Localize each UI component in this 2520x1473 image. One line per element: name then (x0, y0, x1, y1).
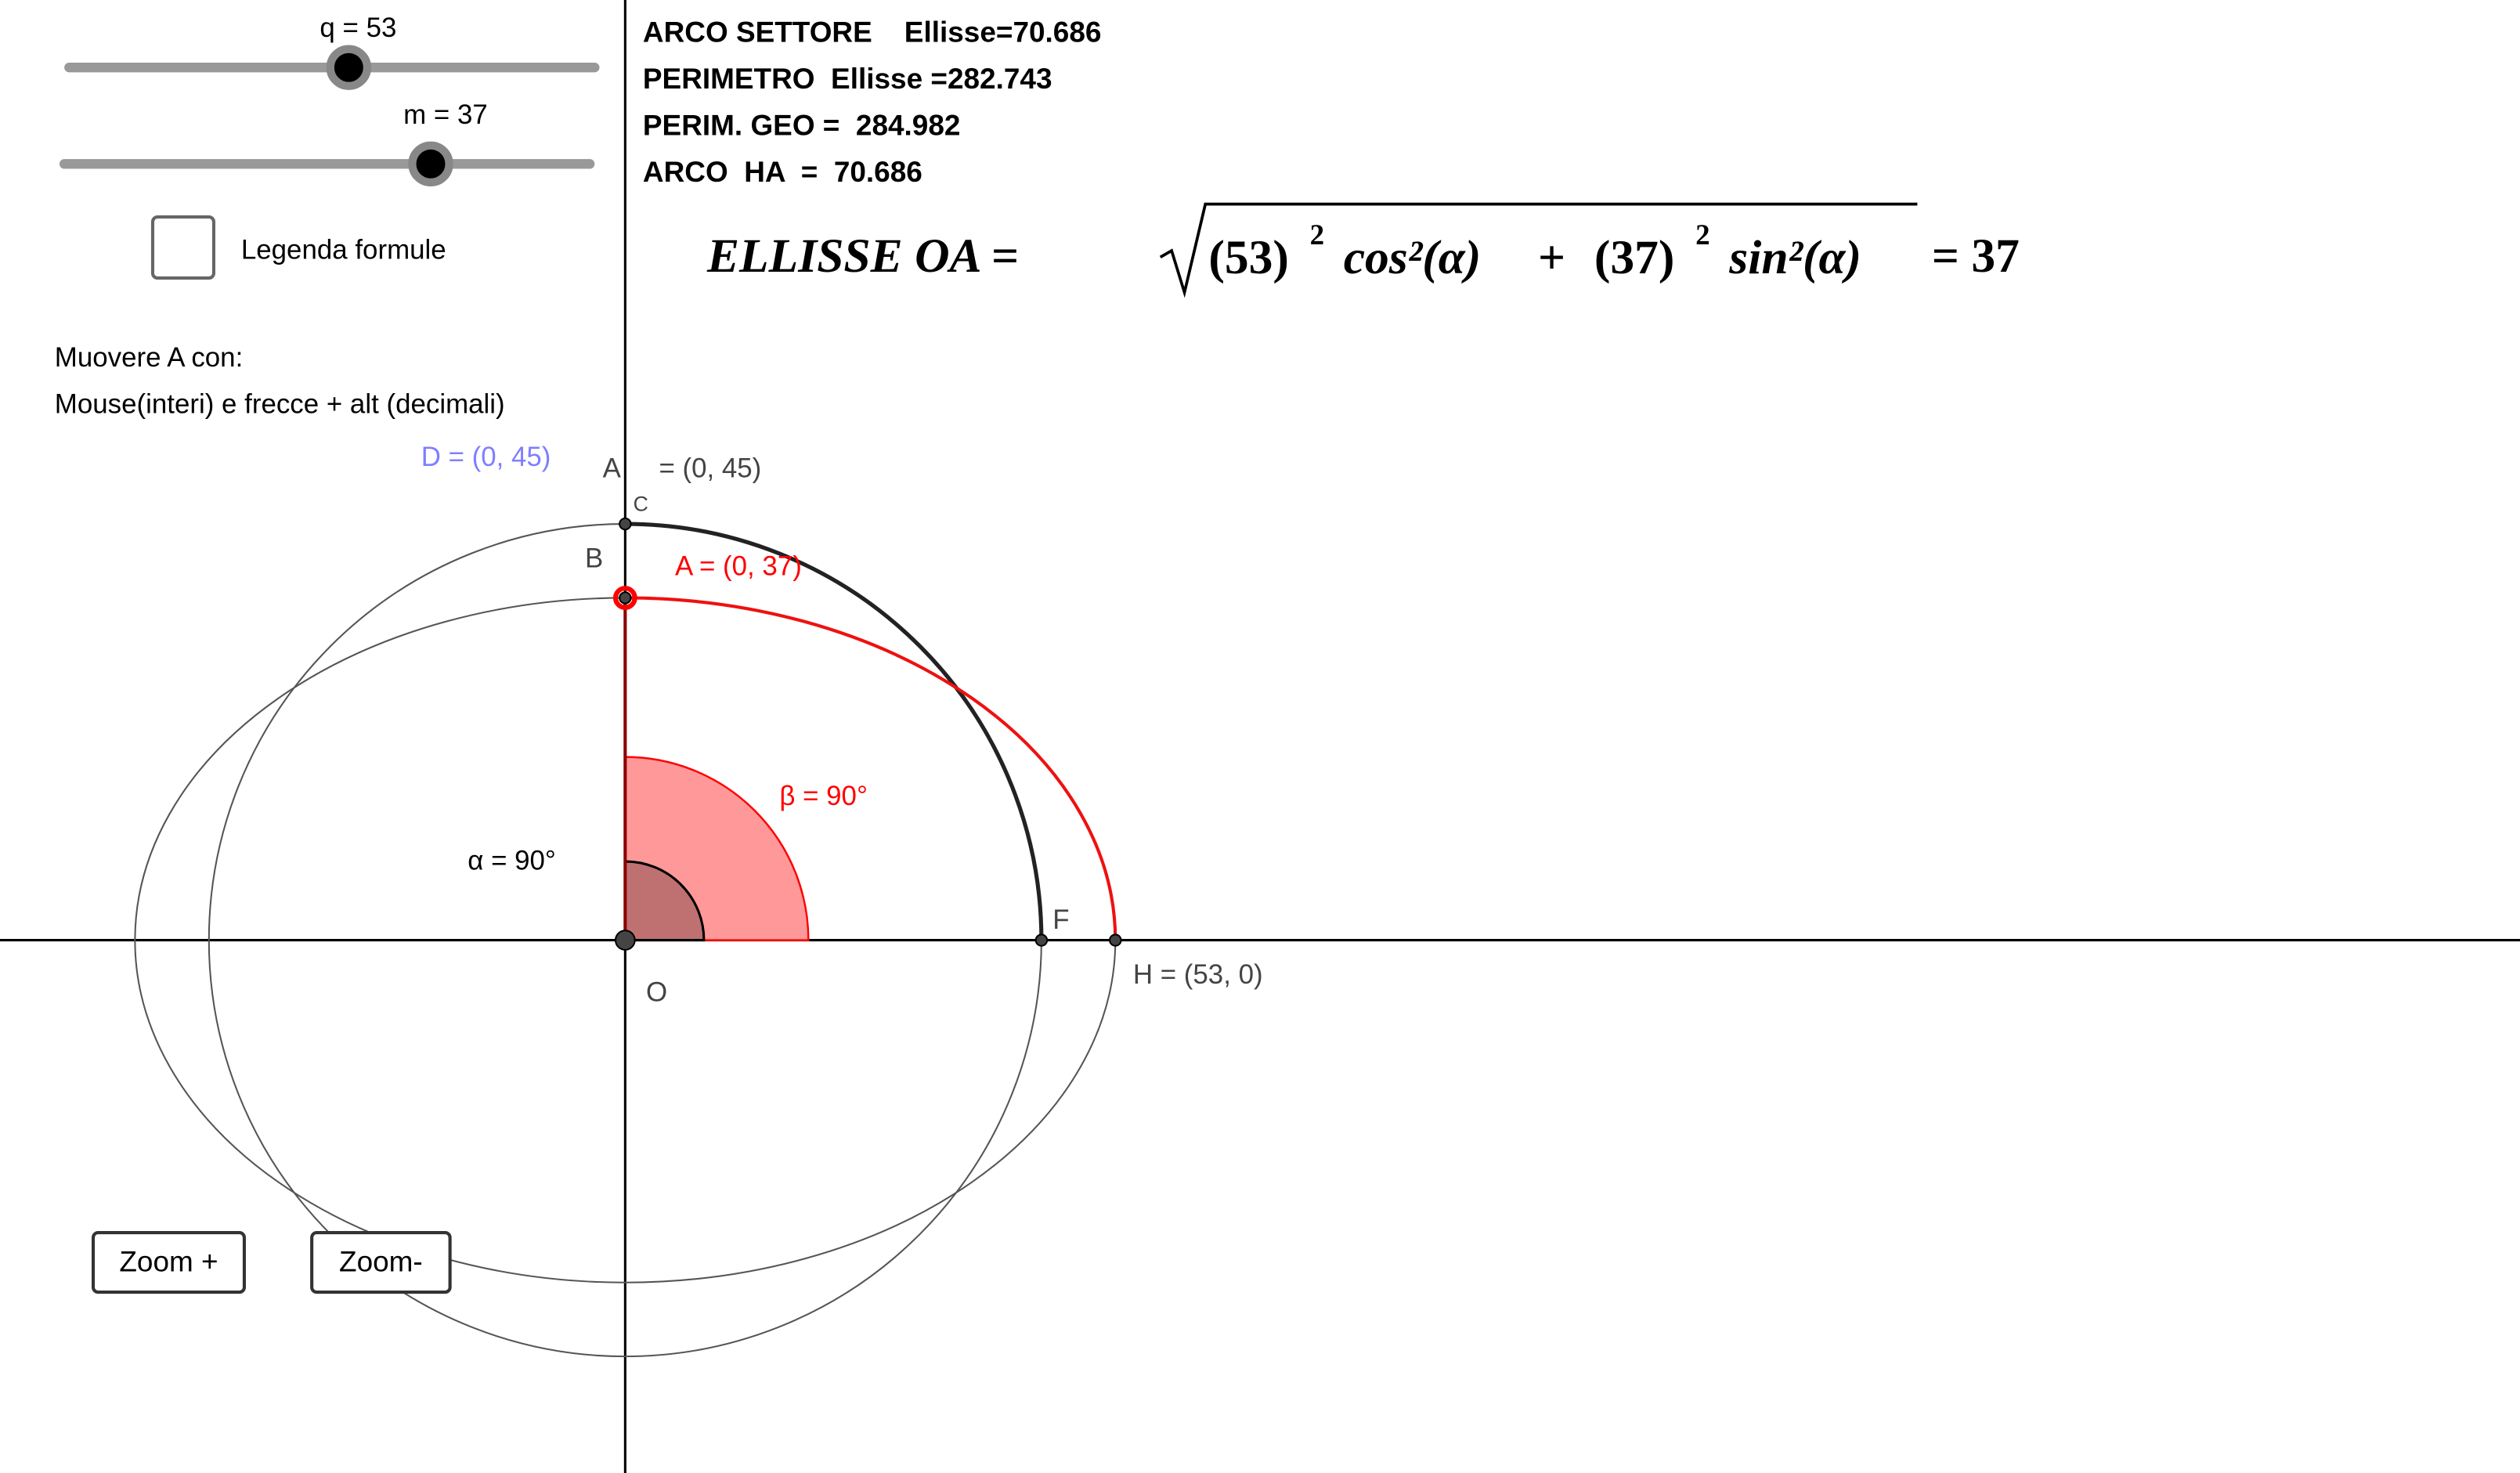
label-D: D = (0, 45) (421, 442, 551, 472)
point-C[interactable] (619, 517, 632, 531)
slider-m-label: m = 37 (403, 99, 488, 131)
stat-perim-geo: PERIM. GEO = 284.982 (642, 109, 961, 142)
formula-m: (37) (1594, 231, 1675, 284)
point-H[interactable] (1109, 933, 1122, 947)
point-A-highlight[interactable] (612, 586, 637, 610)
ellipse-arc-AH (625, 596, 1117, 940)
stat-arco-settore: ARCO SETTORE Ellisse=70.686 (642, 16, 1102, 49)
legend-checkbox-label[interactable]: Legenda formule (240, 234, 446, 265)
formula-left: ELLISSE OA = (706, 229, 1019, 283)
slider-m-handle[interactable] (408, 141, 453, 187)
label-beta: β = 90° (779, 781, 868, 811)
formula-q: (53) (1208, 231, 1289, 284)
alpha-angle-sector (623, 860, 706, 942)
instruction-line-2: Mouse(interi) e frecce + alt (decimali) (54, 388, 505, 420)
label-H: H = (53, 0) (1133, 959, 1263, 990)
label-F: F (1052, 904, 1069, 935)
point-F[interactable] (1034, 933, 1049, 947)
zoom-out-button[interactable]: Zoom- (310, 1231, 452, 1294)
formula-sin: sin²(α) (1728, 231, 1861, 284)
formula-result: = 37 (1932, 229, 2020, 283)
label-A: A = (0, 37) (675, 551, 802, 582)
formula-exp-2: 2 (1695, 218, 1709, 251)
legend-checkbox[interactable] (150, 215, 216, 280)
zoom-in-button[interactable]: Zoom + (91, 1231, 247, 1294)
formula-exp-1: 2 (1310, 218, 1324, 251)
formula-cos: cos²(α) (1344, 231, 1482, 284)
point-B[interactable] (619, 591, 632, 605)
label-C: C (634, 493, 648, 516)
stat-arco-ha: ARCO HA = 70.686 (642, 156, 922, 189)
label-A-top: A (603, 453, 622, 484)
label-O: O (646, 977, 667, 1008)
sqrt-sign (1159, 202, 1918, 298)
label-B: B (585, 543, 603, 573)
slider-q-label: q = 53 (320, 13, 397, 44)
point-O[interactable] (615, 930, 636, 951)
formula: ELLISSE OA = (53) 2 cos²(α) + (37) 2 sin… (706, 202, 2020, 298)
slider-m[interactable] (59, 159, 595, 169)
stat-perimetro-ellisse: PERIMETRO Ellisse =282.743 (642, 63, 1052, 96)
label-C-coords: = (0, 45) (659, 453, 761, 484)
label-alpha: α = 90° (468, 845, 556, 875)
formula-plus: + (1538, 231, 1565, 284)
circle-arc-CF (625, 522, 1044, 940)
instruction-line-1: Muovere A con: (54, 342, 244, 374)
slider-q-handle[interactable] (326, 45, 372, 90)
